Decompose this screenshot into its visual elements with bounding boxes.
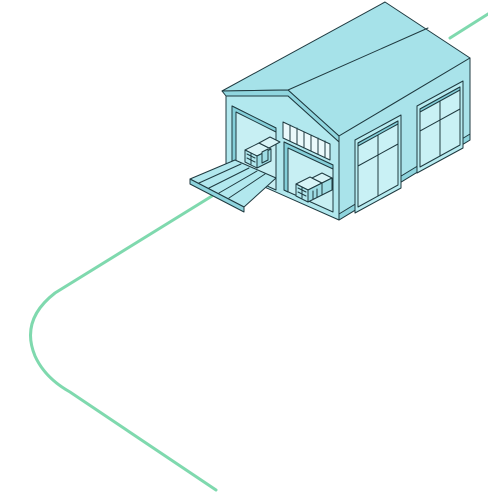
crate-stack-left: [244, 136, 281, 169]
crate-stack-right: [295, 172, 333, 203]
delivery-path: [29, 12, 488, 492]
roller-door-right: [416, 80, 464, 174]
loading-ramp-icon: [189, 159, 277, 213]
roller-door-left: [354, 114, 402, 214]
